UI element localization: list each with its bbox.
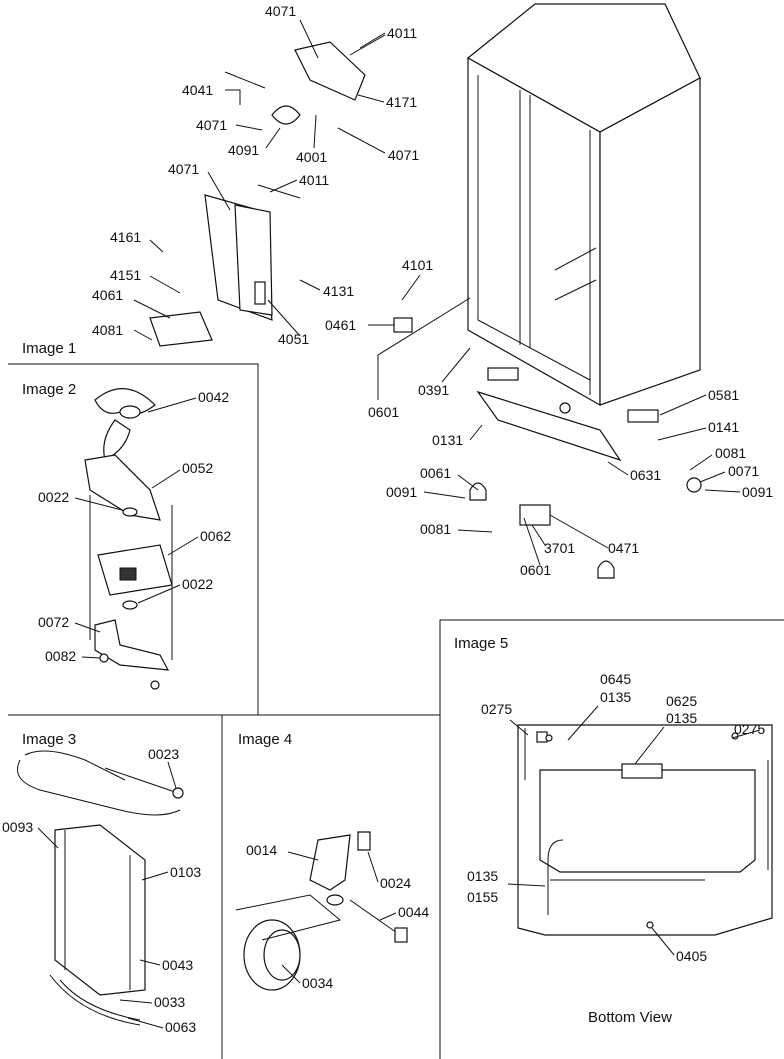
cabinet-bottom-parts	[393, 317, 702, 579]
part-label: 4081	[92, 322, 123, 338]
part-label: 0391	[418, 382, 449, 398]
panel-title-image1: Image 1	[22, 340, 76, 357]
part-label: 0044	[398, 904, 429, 920]
part-label: 4001	[296, 149, 327, 165]
refrigerator-cabinet	[466, 3, 701, 407]
part-label: 4091	[228, 142, 259, 158]
top-fan-assembly	[149, 34, 386, 347]
panel-frames	[8, 363, 784, 1059]
part-label: 0081	[420, 521, 451, 537]
part-label: 0141	[708, 419, 739, 435]
image4-roller	[243, 831, 408, 991]
part-label: 0093	[2, 819, 33, 835]
part-label: 0275	[734, 721, 765, 737]
part-label: 0581	[708, 387, 739, 403]
part-label: 4061	[92, 287, 123, 303]
panel-title-image4: Image 4	[238, 731, 292, 748]
part-label: 0023	[148, 746, 179, 762]
part-label: 4071	[196, 117, 227, 133]
part-label: 0461	[325, 317, 356, 333]
part-label: 0135	[600, 689, 631, 705]
main-part-labels: 4071 4011 4041 4171 4071 4091 4001 4071 …	[92, 3, 773, 578]
part-label: 0631	[630, 467, 661, 483]
part-label: 4151	[110, 267, 141, 283]
image3-evaporator	[17, 750, 184, 1026]
part-label: 0072	[38, 614, 69, 630]
part-label: 0601	[368, 404, 399, 420]
panel-title-image5: Image 5	[454, 635, 508, 652]
panel-title-image3: Image 3	[22, 731, 76, 748]
leader-lines	[37, 19, 761, 1029]
part-label: 0091	[742, 484, 773, 500]
image3-part-labels: 0023 0093 0103 0043 0033 0063	[2, 746, 201, 1035]
part-label: 0645	[600, 671, 631, 687]
part-label: 4071	[388, 147, 419, 163]
part-label: 4051	[278, 331, 309, 347]
part-label: 0103	[170, 864, 201, 880]
part-label: 0063	[165, 1019, 196, 1035]
part-label: 0131	[432, 432, 463, 448]
part-label: 0062	[200, 528, 231, 544]
part-label: 0014	[246, 842, 277, 858]
part-label: 0033	[154, 994, 185, 1010]
part-label: 0081	[715, 445, 746, 461]
part-label: 3701	[544, 540, 575, 556]
part-label: 0471	[608, 540, 639, 556]
bottom-view-caption: Bottom View	[588, 1009, 672, 1026]
image2-fan-motor	[84, 388, 173, 690]
part-label: 4071	[265, 3, 296, 19]
part-label: 0043	[162, 957, 193, 973]
part-label: 4101	[402, 257, 433, 273]
part-label: 0405	[676, 948, 707, 964]
part-label: 0155	[467, 889, 498, 905]
part-label: 0022	[38, 489, 69, 505]
panel-title-image2: Image 2	[22, 381, 76, 398]
part-label: 0625	[666, 693, 697, 709]
part-label: 0601	[520, 562, 551, 578]
part-label: 0082	[45, 648, 76, 664]
part-label: 0034	[302, 975, 333, 991]
part-label: 0024	[380, 875, 411, 891]
image5-bottom-view	[517, 724, 773, 936]
part-label: 0275	[481, 701, 512, 717]
image2-part-labels: 0042 0052 0022 0062 0022 0072 0082	[38, 389, 231, 664]
part-label: 4071	[168, 161, 199, 177]
part-label: 0022	[182, 576, 213, 592]
part-label: 4161	[110, 229, 141, 245]
part-label: 4041	[182, 82, 213, 98]
part-label: 0135	[467, 868, 498, 884]
part-label: 4011	[299, 172, 329, 188]
part-label: 0091	[386, 484, 417, 500]
part-label: 0052	[182, 460, 213, 476]
part-label: 4131	[323, 283, 354, 299]
part-label: 0061	[420, 465, 451, 481]
part-label: 0042	[198, 389, 229, 405]
part-label: 4171	[386, 94, 417, 110]
part-label: 4011	[387, 25, 417, 41]
part-label: 0135	[666, 710, 697, 726]
image4-part-labels: 0014 0024 0044 0034	[246, 842, 429, 991]
part-label: 0071	[728, 463, 759, 479]
image5-part-labels: 0645 0135 0625 0135 0275 0275 0135 0155 …	[467, 671, 765, 964]
